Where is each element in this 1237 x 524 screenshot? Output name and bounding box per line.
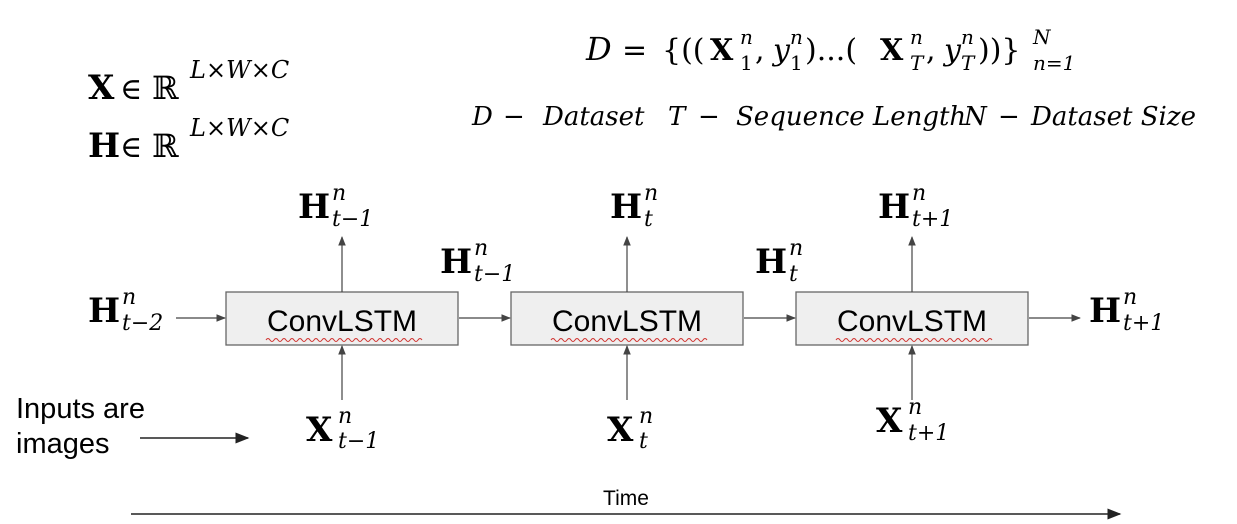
convlstm-cell-1: ConvLSTM xyxy=(225,291,459,346)
output-h-sup: n xyxy=(332,181,346,206)
input-x-3: X n t+1 xyxy=(876,395,949,446)
output-h-sub: t xyxy=(644,207,653,232)
note-line-2: images xyxy=(16,428,110,460)
output-h-2: H n t xyxy=(610,181,658,232)
legend-n-dash: − xyxy=(998,102,1020,132)
formula-x1: X xyxy=(710,33,734,68)
legend-d-dash: − xyxy=(503,102,525,132)
cell-label: ConvLSTM xyxy=(267,305,417,338)
x-domain-definition: X ∈ ℝ L×W×C xyxy=(88,56,289,108)
hidden-h-base: H xyxy=(88,291,120,331)
input-x-2: X n t xyxy=(607,404,653,454)
input-x-sup: n xyxy=(338,404,352,429)
formula-close: ))} xyxy=(978,33,1021,68)
formula-yt-sub: T xyxy=(961,51,976,75)
spellcheck-underline xyxy=(550,338,708,342)
legend-t: T xyxy=(668,102,687,132)
formula-outer-sup: N xyxy=(1032,25,1052,49)
x-reals-symbol: ℝ xyxy=(152,69,179,107)
formula-yt-sup: n xyxy=(961,25,974,49)
cell-label: ConvLSTM xyxy=(552,305,702,338)
formula-mid: )...( xyxy=(805,33,857,68)
hidden-h-sup: n xyxy=(474,236,488,261)
output-h-sub: t−1 xyxy=(332,207,373,232)
output-h-sub: t+1 xyxy=(912,207,953,232)
legend-d-label: Dataset xyxy=(542,102,645,132)
legend-t-label: Sequence Length xyxy=(736,102,966,132)
hidden-h-base: H xyxy=(440,242,472,282)
formula-outer-sub: n=1 xyxy=(1033,51,1075,75)
hidden-h-base: H xyxy=(1089,291,1121,331)
convlstm-cell-2: ConvLSTM xyxy=(510,291,744,346)
hidden-h-sub: t−1 xyxy=(474,262,515,287)
hidden-h-base: H xyxy=(755,242,787,282)
input-x-1: X n t−1 xyxy=(306,404,379,454)
cell-box xyxy=(795,291,1029,346)
output-h-base: H xyxy=(878,187,910,227)
hidden-h-sub: t−2 xyxy=(122,311,163,336)
output-h-1: H n t−1 xyxy=(298,181,373,232)
hidden-h-sup: n xyxy=(789,236,803,261)
input-x-base: X xyxy=(306,410,333,450)
hidden-h-sub: t+1 xyxy=(1123,311,1164,336)
time-label: Time xyxy=(603,487,649,510)
legend-n: N xyxy=(963,102,988,132)
cell-box xyxy=(225,291,459,346)
legend-t-dash: − xyxy=(698,102,720,132)
time-axis: Time xyxy=(131,487,1122,520)
formula-d: D xyxy=(585,30,612,68)
formula-yt: y xyxy=(942,33,962,68)
x-in-symbol: ∈ xyxy=(120,72,142,107)
input-x-sub: t−1 xyxy=(338,429,379,454)
hidden-final: H n t+1 xyxy=(1089,285,1164,336)
spellcheck-underline xyxy=(835,338,993,342)
formula-y1-sup: n xyxy=(790,25,803,49)
legend-d: D xyxy=(471,102,493,132)
h-in-symbol: ∈ xyxy=(120,130,142,165)
hidden-h-sub: t xyxy=(789,262,798,287)
h-reals-symbol: ℝ xyxy=(152,127,179,165)
formula-x1-sup: n xyxy=(740,25,753,49)
h-domain-definition: H ∈ ℝ L×W×C xyxy=(88,114,289,166)
output-h-3: H n t+1 xyxy=(878,181,953,232)
dataset-legend: D − Dataset T − Sequence Length N − Data… xyxy=(471,102,1196,132)
formula-comma1: , xyxy=(755,33,765,68)
output-h-sup: n xyxy=(912,181,926,206)
x-dimensions: L×W×C xyxy=(189,56,289,84)
formula-open: {(( xyxy=(662,33,705,68)
note-line-1: Inputs are xyxy=(16,393,145,425)
hidden-initial: H n t−2 xyxy=(88,285,163,336)
inputs-note: Inputs are images xyxy=(16,393,250,460)
input-x-sub: t xyxy=(639,429,648,454)
output-h-base: H xyxy=(298,187,330,227)
hidden-between-2-3: H n t xyxy=(755,236,803,287)
input-x-sub: t+1 xyxy=(908,421,949,446)
formula-y1: y xyxy=(771,33,791,68)
legend-n-label: Dataset Size xyxy=(1030,102,1196,132)
formula-xt-sub: T xyxy=(910,51,925,75)
hidden-h-sup: n xyxy=(122,285,136,310)
h-dimensions: L×W×C xyxy=(189,114,289,142)
h-symbol: H xyxy=(88,126,120,166)
hidden-h-sup: n xyxy=(1123,285,1137,310)
formula-x1-sub: 1 xyxy=(740,51,753,75)
output-h-base: H xyxy=(610,187,642,227)
dataset-formula: D = {(( X n 1 , y n 1 )...( X n T , y n … xyxy=(585,25,1075,75)
cell-label: ConvLSTM xyxy=(837,305,987,338)
output-h-sup: n xyxy=(644,181,658,206)
formula-xt-sup: n xyxy=(910,25,923,49)
formula-equals: = xyxy=(622,33,647,68)
formula-comma2: , xyxy=(926,33,936,68)
input-x-sup: n xyxy=(639,404,653,429)
convlstm-cell-3: ConvLSTM xyxy=(795,291,1029,346)
spellcheck-underline xyxy=(265,338,423,342)
hidden-between-1-2: H n t−1 xyxy=(440,236,515,287)
input-x-base: X xyxy=(876,401,903,441)
input-x-sup: n xyxy=(908,395,922,420)
formula-y1-sub: 1 xyxy=(790,51,803,75)
input-x-base: X xyxy=(607,410,634,450)
x-symbol: X xyxy=(88,68,115,108)
formula-xt: X xyxy=(880,33,904,68)
